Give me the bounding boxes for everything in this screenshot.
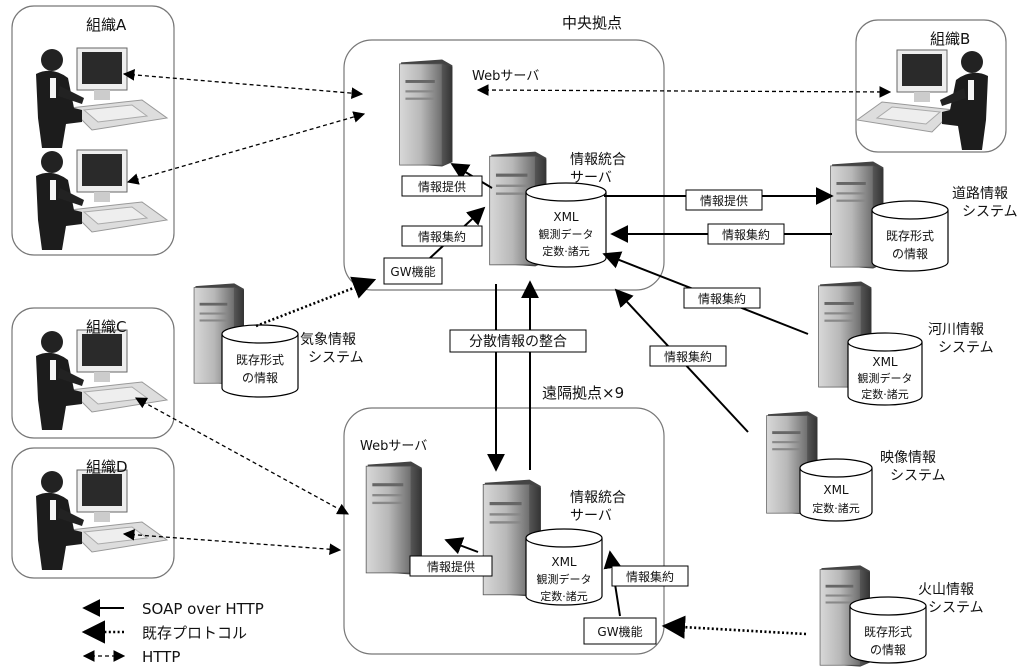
- remote-integ-label-1: 情報統合: [570, 490, 626, 506]
- volcano-legacy-db: [849, 596, 927, 664]
- river-system-label-1: 河川情報: [928, 322, 984, 338]
- org-d-user-icon: [35, 469, 168, 570]
- central-title: 中央拠点: [562, 14, 622, 32]
- weather-db-label-2: の情報: [242, 371, 278, 385]
- river-db-label-3: 定数·諸元: [861, 387, 909, 401]
- weather-legacy-db: [221, 324, 299, 398]
- central-provide-label: 情報提供: [418, 179, 466, 194]
- road-provide-label: 情報提供: [700, 193, 748, 208]
- sync-label-box: [449, 329, 587, 353]
- legend-legacy-label: 既存プロトコル: [142, 624, 247, 642]
- central-integ-label-1: 情報統合: [570, 152, 626, 168]
- road-aggregate-label: 情報集約: [722, 227, 770, 242]
- river-xml-db: [847, 332, 923, 406]
- river-system-label-2: システム: [938, 340, 994, 356]
- volcano-db-label-1: 既存形式: [864, 625, 912, 639]
- http-link-org-c: [134, 397, 350, 515]
- central-aggregate-box: [401, 225, 483, 247]
- sync-label: 分散情報の整合: [469, 334, 567, 350]
- volcano-system-label-2: システム: [928, 600, 984, 616]
- remote-provide-box: [409, 555, 493, 577]
- remote-aggregate-label: 情報集約: [626, 569, 674, 584]
- river-db-label-2: 観測データ: [858, 371, 913, 385]
- http-link-org-a-1: [122, 69, 364, 99]
- central-integ-label-2: サーバ: [570, 170, 612, 186]
- remote-web-server-label: Webサーバ: [360, 439, 427, 454]
- org-c-box: [11, 307, 175, 439]
- central-web-server-icon: [399, 58, 453, 168]
- central-db-label-1: XML: [553, 210, 579, 224]
- legend: SOAP over HTTP 既存プロトコル HTTP: [81, 599, 264, 666]
- weather-system-label-1: 気象情報: [300, 332, 356, 348]
- volcano-db-label-2: の情報: [870, 643, 906, 657]
- org-d-label: 組織D: [86, 458, 128, 476]
- legacy-link-weather: [255, 276, 377, 328]
- central-db-label-2: 観測データ: [539, 227, 594, 241]
- org-b-label: 組織B: [930, 30, 970, 48]
- remote-db-label-3: 定数·諸元: [540, 589, 588, 603]
- central-xml-db: [525, 182, 607, 268]
- video-aggregate-label: 情報集約: [664, 349, 712, 364]
- central-db-label-3: 定数·諸元: [542, 244, 590, 258]
- org-b-user-icon: [856, 49, 989, 150]
- remote-site-box: [343, 407, 665, 655]
- org-a-label: 組織A: [86, 16, 127, 34]
- org-a-user-2-icon: [35, 149, 168, 250]
- road-db-label-1: 既存形式: [886, 229, 934, 243]
- video-system-label-2: システム: [890, 468, 946, 484]
- road-system-label-2: システム: [962, 204, 1018, 220]
- central-web-server-label: Webサーバ: [472, 69, 539, 84]
- video-aggregate-box: [649, 345, 727, 367]
- weather-system-label-2: システム: [308, 350, 364, 366]
- org-c-user-icon: [35, 329, 168, 430]
- video-xml-db: [799, 458, 873, 522]
- central-gw-label: GW機能: [390, 264, 435, 279]
- org-a-user-1-icon: [35, 47, 168, 148]
- road-provide-box: [685, 189, 763, 211]
- central-gw-box: [383, 257, 443, 285]
- legacy-link-volcano: [661, 615, 807, 639]
- river-aggregate-box: [683, 287, 761, 309]
- volcano-system-label-1: 火山情報: [918, 582, 974, 598]
- remote-gw-label: GW機能: [597, 624, 642, 639]
- remote-db-label-1: XML: [551, 555, 577, 569]
- remote-db-label-2: 観測データ: [537, 572, 592, 586]
- legend-soap-label: SOAP over HTTP: [142, 600, 264, 618]
- video-db-label-2: 定数·諸元: [812, 501, 860, 515]
- river-db-label-1: XML: [872, 355, 898, 369]
- remote-provide-label: 情報提供: [427, 559, 475, 574]
- central-provide-box: [401, 175, 483, 197]
- road-legacy-db: [871, 200, 949, 272]
- remote-gw-box: [583, 617, 657, 645]
- river-aggregate-label: 情報集約: [698, 291, 746, 306]
- remote-integ-label-2: サーバ: [570, 508, 612, 524]
- remote-title: 遠隔拠点×9: [542, 384, 624, 402]
- central-aggregate-label: 情報集約: [418, 229, 466, 244]
- video-system-label-1: 映像情報: [880, 450, 936, 466]
- org-c-label: 組織C: [86, 318, 126, 336]
- video-db-label-1: XML: [823, 483, 849, 497]
- remote-xml-db: [525, 528, 603, 606]
- http-link-org-b: [476, 84, 892, 98]
- road-aggregate-box: [707, 223, 785, 245]
- legend-http-label: HTTP: [142, 648, 180, 666]
- http-link-org-a-2: [126, 111, 366, 185]
- http-link-org-d: [122, 528, 342, 556]
- remote-aggregate-box: [611, 565, 689, 587]
- road-db-label-2: の情報: [892, 247, 928, 261]
- weather-db-label-1: 既存形式: [236, 353, 284, 367]
- soap-remote-provide: [444, 537, 479, 555]
- road-system-label-1: 道路情報: [952, 186, 1008, 202]
